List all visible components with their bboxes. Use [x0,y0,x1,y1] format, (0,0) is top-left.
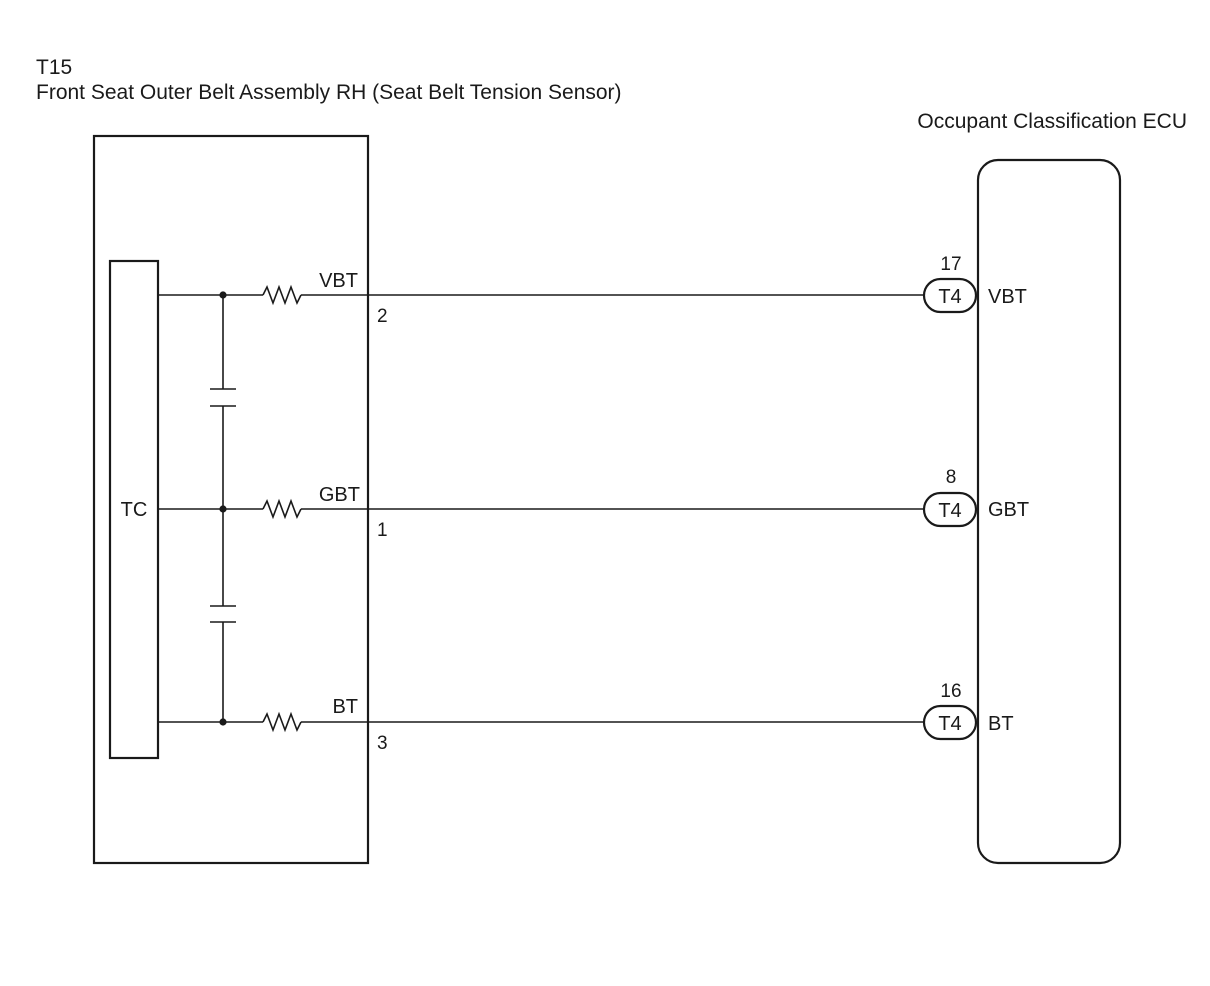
ecu-pin-number: 17 [940,254,961,275]
element-label-tc: TC [121,499,148,521]
ecu-box [976,158,1122,865]
sensor-pin-number: 3 [377,733,388,754]
resistor-icon [262,284,302,306]
sensor-pin-number: 2 [377,306,388,327]
ecu-terminal-label: BT [988,713,1014,735]
circuit-gbt: GBT 1 8 T4 GBT [158,467,1029,541]
junction-dot [219,505,227,513]
sensor-assembly-box [92,134,370,865]
connector-code: T4 [938,500,961,522]
junction-dot [219,718,227,726]
signal-label: BT [332,696,358,718]
connector-icon [922,277,978,314]
connector-code: T4 [938,286,961,308]
resistor-icon [262,498,302,520]
circuit-vbt: VBT 2 17 T4 VBT [158,254,1027,327]
sensor-name: Front Seat Outer Belt Assembly RH (Seat … [36,81,622,104]
resistor-icon [262,711,302,733]
signal-label: VBT [319,270,358,292]
sensor-pin-number: 1 [377,520,388,541]
junction-dot [219,291,227,299]
sensor-code: T15 [36,56,72,79]
circuit-bt: BT 3 16 T4 BT [158,681,1014,754]
connector-code: T4 [938,713,961,735]
connector-icon [922,704,978,741]
ecu-pin-number: 16 [940,681,961,702]
ecu-pin-number: 8 [946,467,957,488]
ecu-terminal-label: VBT [988,286,1027,308]
connector-icon [922,491,978,528]
ecu-terminal-label: GBT [988,499,1029,521]
signal-label: GBT [319,484,360,506]
ecu-name: Occupant Classification ECU [917,110,1187,133]
